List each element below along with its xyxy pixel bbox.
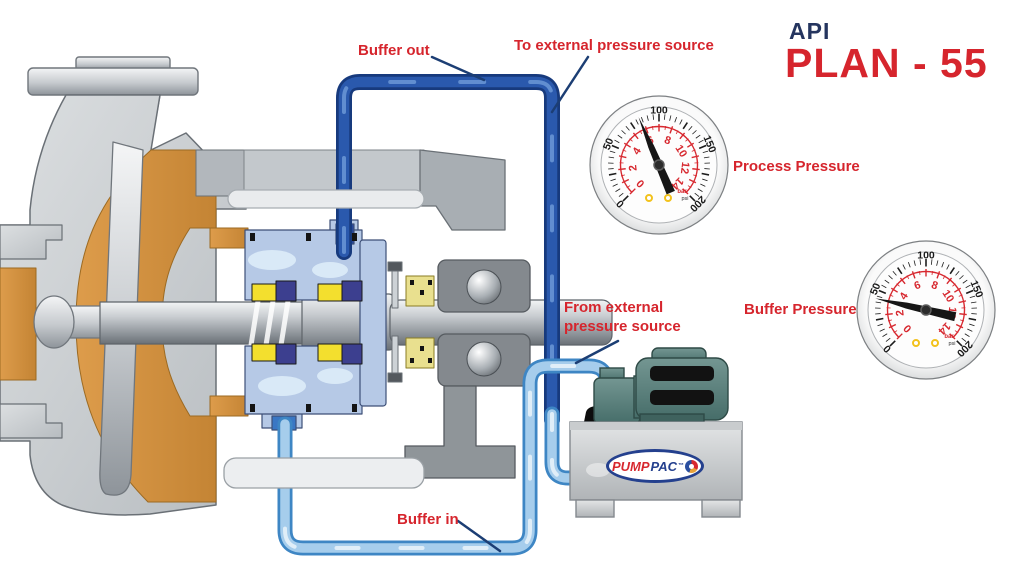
- from-external-pointer: [574, 339, 620, 365]
- buffer-pressure-gauge: 05010015020002468101214barpsi: [856, 240, 996, 380]
- suction-passage: [0, 267, 37, 381]
- svg-text:psi: psi: [681, 196, 688, 202]
- pumppac-globe-icon: [685, 459, 699, 473]
- svg-text:bar: bar: [677, 189, 687, 195]
- buffer-in-label: Buffer in: [397, 511, 459, 528]
- to-external-pressure-source-label: To external pressure source: [514, 37, 714, 54]
- process-pressure-label: Process Pressure: [733, 158, 860, 175]
- adapter-block: [195, 149, 247, 197]
- seal-faces: [251, 280, 363, 365]
- buffer-out-pipe: [336, 74, 560, 428]
- buffer-in-pointer: [456, 519, 502, 553]
- pump-cross-section: [0, 56, 613, 516]
- svg-text:10: 10: [672, 143, 689, 160]
- from-external-pressure-source-label: From external pressure source: [564, 298, 681, 336]
- casing-step-bottom: [0, 403, 63, 439]
- svg-text:100: 100: [917, 249, 935, 261]
- svg-text:bar: bar: [944, 334, 954, 340]
- gland-studs: [387, 261, 403, 383]
- svg-text:8: 8: [930, 279, 940, 292]
- pumppac-motor: [593, 347, 729, 425]
- svg-text:2: 2: [894, 309, 907, 316]
- svg-text:10: 10: [939, 288, 956, 305]
- buffer-out-pointer: [430, 55, 486, 82]
- bearing-pedestal: [404, 385, 516, 479]
- pumppac-logo-tm: ™: [678, 463, 685, 469]
- pumppac-logo-pump-text: PUMP: [611, 458, 650, 474]
- svg-text:8: 8: [663, 134, 673, 147]
- adapter-top: [243, 149, 425, 197]
- piping: [277, 74, 615, 556]
- svg-text:psi: psi: [948, 341, 955, 347]
- shaft-reflections: [248, 299, 291, 347]
- buffer-pressure-label: Buffer Pressure: [744, 301, 857, 318]
- pumppac-foot-right: [701, 499, 741, 518]
- to-external-pointer: [550, 55, 590, 114]
- impeller-nose: [33, 295, 75, 349]
- seal-gland-plate: [359, 239, 387, 407]
- svg-text:2: 2: [627, 164, 640, 171]
- casing-step-top: [0, 224, 63, 260]
- ball-bearing-top: [466, 269, 502, 305]
- labyrinth-seal-bottom: [405, 337, 435, 369]
- nozzle-flange: [27, 67, 199, 96]
- from-external-line2: pressure source: [564, 318, 681, 335]
- baseplate-rail-bottom: [223, 457, 425, 489]
- seal-chamber-wall-top: [209, 227, 249, 249]
- buffer-out-label: Buffer out: [358, 42, 430, 59]
- svg-text:100: 100: [650, 104, 668, 116]
- plan-55-title: PLAN - 55: [785, 40, 988, 86]
- reservoir-inlet-pipe: [544, 406, 592, 486]
- svg-text:6: 6: [913, 279, 923, 292]
- from-external-line1: From external: [564, 299, 664, 316]
- pumppac-logo-pac-text: PAC: [650, 458, 678, 474]
- seal-orings: [250, 233, 357, 412]
- svg-text:50: 50: [868, 281, 884, 297]
- bearing-housing: [405, 259, 531, 387]
- svg-text:12: 12: [678, 161, 691, 175]
- pumppac-foot-left: [575, 499, 615, 518]
- pump-shaft: [99, 293, 613, 351]
- seal-chamber-wall-bottom: [209, 395, 249, 417]
- ball-bearing-bottom: [466, 341, 502, 377]
- svg-text:50: 50: [601, 136, 617, 152]
- api-title: API: [789, 18, 831, 44]
- bearing-frame-rail-top: [227, 189, 425, 209]
- bearing-frame-arm: [419, 149, 506, 231]
- process-pressure-gauge: 05010015020002468101214barpsi: [589, 95, 729, 235]
- buffer-in-pipe: [277, 358, 615, 556]
- callout-pointer-lines: [430, 55, 620, 553]
